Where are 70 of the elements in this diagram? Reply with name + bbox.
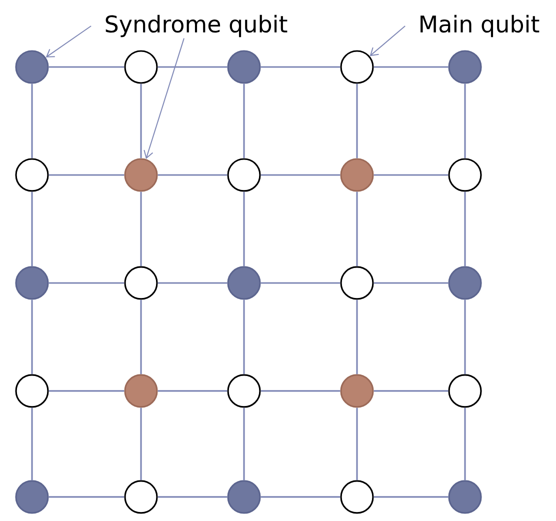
grid-line bbox=[356, 192, 358, 266]
grid-line bbox=[158, 174, 228, 176]
qubit-circle bbox=[227, 480, 261, 514]
grid-line bbox=[464, 300, 466, 374]
grid-line bbox=[140, 192, 142, 266]
main-qubit-circle bbox=[448, 374, 482, 408]
main-qubit-circle bbox=[15, 374, 49, 408]
qubit-circle bbox=[227, 266, 261, 300]
grid-line bbox=[48, 496, 124, 498]
grid-line bbox=[260, 174, 340, 176]
grid-line bbox=[356, 300, 358, 374]
grid-line bbox=[31, 84, 33, 158]
grid-line bbox=[374, 282, 448, 284]
grid-line bbox=[243, 84, 245, 158]
grid-line bbox=[158, 66, 228, 68]
syndrome-qubit-circle bbox=[340, 158, 374, 192]
grid-line bbox=[158, 496, 228, 498]
qubit-circle bbox=[448, 266, 482, 300]
grid-line bbox=[48, 174, 124, 176]
main-qubit-circle bbox=[124, 266, 158, 300]
grid-line bbox=[356, 408, 358, 480]
main-qubit-circle bbox=[124, 480, 158, 514]
qubit-circle bbox=[227, 50, 261, 84]
grid-line bbox=[243, 408, 245, 480]
leader-line bbox=[144, 38, 184, 159]
grid-line bbox=[140, 84, 142, 158]
syndrome-qubit-circle bbox=[124, 374, 158, 408]
grid-line bbox=[48, 390, 124, 392]
grid-line bbox=[243, 192, 245, 266]
main-qubit-circle bbox=[15, 158, 49, 192]
grid-line bbox=[243, 300, 245, 374]
qubit-circle bbox=[15, 480, 49, 514]
syndrome-qubit-circle bbox=[340, 374, 374, 408]
grid-line bbox=[31, 192, 33, 266]
grid-line bbox=[158, 390, 228, 392]
grid-line bbox=[374, 390, 448, 392]
grid-line bbox=[31, 408, 33, 480]
main-qubit-circle bbox=[340, 480, 374, 514]
grid-line bbox=[374, 496, 448, 498]
grid-line bbox=[356, 84, 358, 158]
main-qubit-circle bbox=[340, 50, 374, 84]
grid-line bbox=[48, 282, 124, 284]
qubit-circle bbox=[448, 480, 482, 514]
grid-line bbox=[374, 66, 448, 68]
main-qubit-circle bbox=[340, 266, 374, 300]
grid-line bbox=[31, 300, 33, 374]
main-qubit-circle bbox=[227, 374, 261, 408]
grid-line bbox=[48, 66, 124, 68]
grid-line bbox=[260, 496, 340, 498]
grid-line bbox=[260, 66, 340, 68]
grid-line bbox=[464, 84, 466, 158]
main-qubit-circle bbox=[448, 158, 482, 192]
grid-line bbox=[158, 282, 228, 284]
syndrome-qubit-circle bbox=[124, 158, 158, 192]
leader-line bbox=[46, 26, 92, 58]
callout-text: Main qubit bbox=[420, 14, 540, 38]
leader-line bbox=[370, 26, 406, 56]
grid-line bbox=[374, 174, 448, 176]
main-qubit-circle bbox=[227, 158, 261, 192]
grid-line bbox=[464, 192, 466, 266]
qubit-circle bbox=[448, 50, 482, 84]
grid-line bbox=[260, 390, 340, 392]
main-qubit-circle bbox=[124, 50, 158, 84]
grid-line bbox=[464, 408, 466, 480]
grid-line bbox=[140, 408, 142, 480]
callout-text: Syndrome qubit bbox=[106, 14, 288, 38]
grid-line bbox=[260, 282, 340, 284]
grid-line bbox=[140, 300, 142, 374]
qubit-circle bbox=[15, 266, 49, 300]
qubit-circle bbox=[15, 50, 49, 84]
